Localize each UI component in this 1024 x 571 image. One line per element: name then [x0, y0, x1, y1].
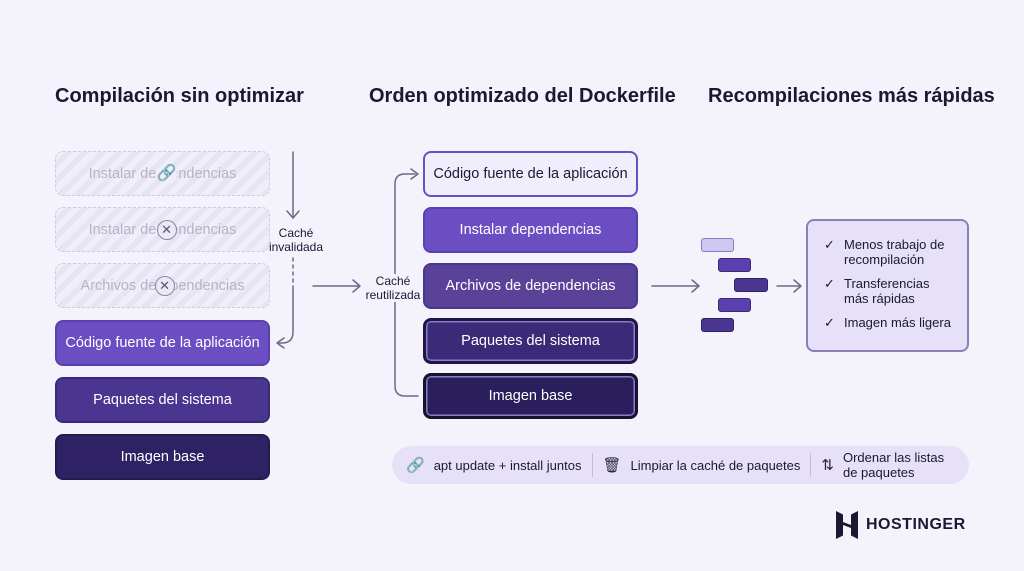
- cache-invalidated-bend: [277, 285, 294, 344]
- sort-icon: ⇅: [821, 457, 834, 474]
- benefit-item: ✓ Imagen más ligera: [824, 315, 951, 330]
- tip-apt-update: 🔗 apt update + install juntos: [406, 457, 582, 474]
- layer-dependency-files-optimized: Archivos de dependencias: [423, 263, 638, 309]
- heading-faster: Recompilaciones más rápidas: [708, 85, 995, 107]
- divider: [810, 453, 812, 477]
- trash-icon: 🗑: [602, 457, 622, 474]
- heading-optimized: Orden optimizado del Dockerfile: [369, 85, 676, 107]
- layer-base-image-unoptimized: Imagen base: [55, 434, 270, 480]
- layer-app-source-unoptimized: Código fuente de la aplicación: [55, 320, 270, 366]
- check-icon: ✓: [824, 276, 835, 291]
- layer-app-source-optimized: Código fuente de la aplicación: [423, 151, 638, 197]
- x-circle-icon: ✕: [156, 219, 177, 240]
- brand: HOSTINGER: [836, 511, 966, 539]
- cache-reused-label: Caché reutilizada: [361, 274, 425, 302]
- link-icon: 🔗: [156, 163, 177, 184]
- block: [718, 258, 751, 272]
- layer-install-deps-optimized: Instalar dependencias: [423, 207, 638, 253]
- brand-name: HOSTINGER: [866, 516, 966, 533]
- layer-system-packages-unoptimized: Paquetes del sistema: [55, 377, 270, 423]
- block: [701, 318, 734, 332]
- hostinger-logo-icon: [836, 511, 858, 539]
- x-circle-icon: ✕: [154, 275, 175, 296]
- heading-unoptimized: Compilación sin optimizar: [55, 85, 304, 107]
- block: [701, 238, 734, 252]
- layer-base-image-optimized: Imagen base: [423, 373, 638, 419]
- link-icon: 🔗: [406, 457, 425, 474]
- tips-bar: 🔗 apt update + install juntos 🗑 Limpiar …: [392, 446, 969, 484]
- cache-invalidated-label: Caché invalidada: [268, 226, 324, 254]
- block: [734, 278, 768, 292]
- layer-system-packages-optimized: Paquetes del sistema: [423, 318, 638, 364]
- tip-clean-cache: 🗑 Limpiar la caché de paquetes: [602, 457, 801, 474]
- divider: [591, 453, 593, 477]
- block: [718, 298, 751, 312]
- check-icon: ✓: [824, 237, 835, 252]
- check-icon: ✓: [824, 315, 835, 330]
